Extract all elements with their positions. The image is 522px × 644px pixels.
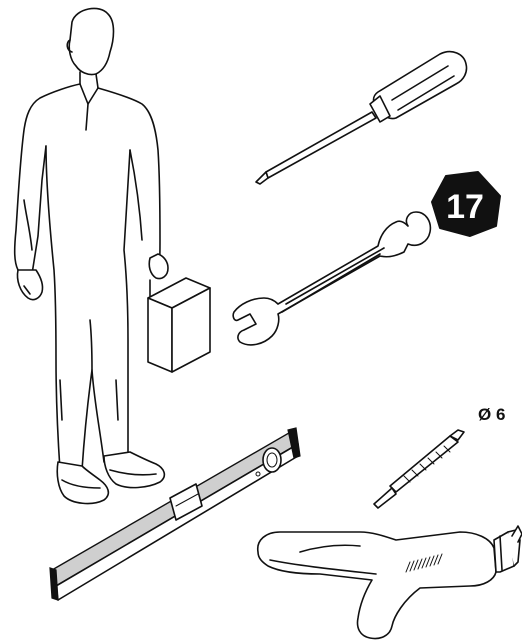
wrench-size-badge: 17: [431, 171, 501, 237]
drill-bit: [373, 429, 465, 509]
spirit-level: [49, 427, 301, 601]
toolbox: [147, 277, 211, 373]
drill-bit-size-label: Ø 6: [478, 405, 506, 424]
person-figure: [13, 7, 169, 505]
screwdriver: [255, 50, 468, 185]
wrench-size-label: 17: [446, 188, 484, 226]
power-drill: [256, 525, 522, 640]
open-end-wrench: [232, 211, 432, 346]
hexagon-badge-icon: [431, 171, 501, 237]
